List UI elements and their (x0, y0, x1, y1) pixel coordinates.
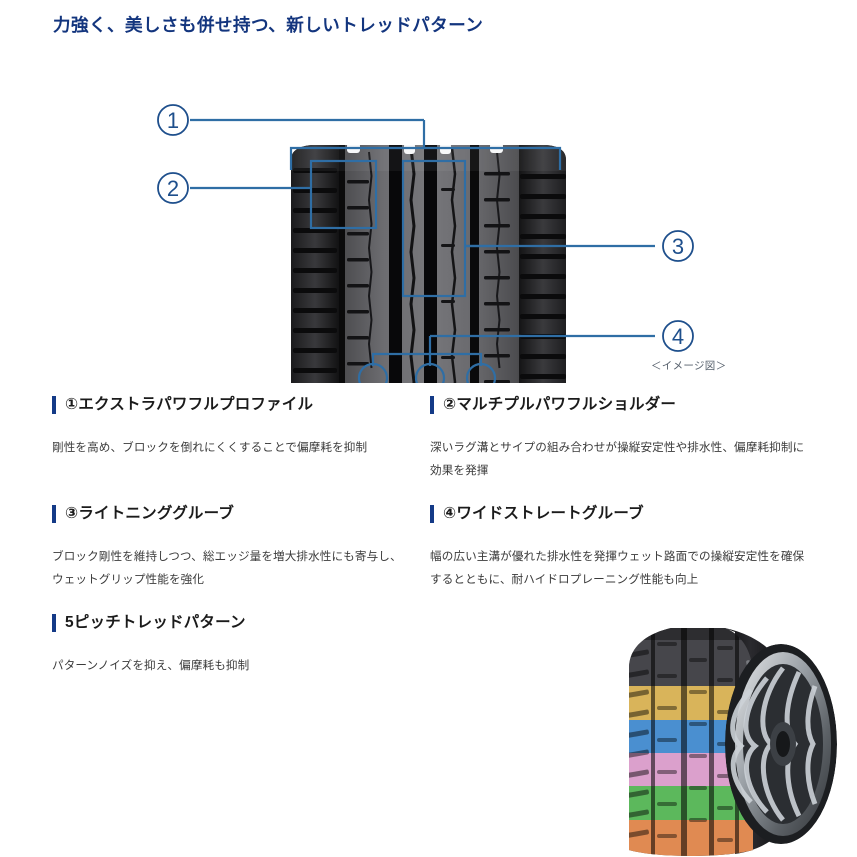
accent-bar-icon (52, 396, 56, 414)
feature-title: ①エクストラパワフルプロファイル (65, 396, 314, 414)
accent-bar-icon (52, 505, 56, 523)
alloy-wheel (725, 644, 837, 844)
callout-4-circles (357, 362, 497, 383)
svg-text:2: 2 (167, 176, 179, 201)
feature-title: ③ライトニンググルーブ (65, 505, 235, 523)
callout-number-2: 2 (157, 172, 189, 204)
tire-tread-photo (291, 145, 566, 383)
callout-2-highlight-rect (309, 159, 378, 230)
page-title: 力強く、美しさも併せ持つ、新しいトレッドパターン (53, 15, 484, 35)
feature-body: 幅の広い主溝が優れた排水性を発揮ウェット路面での操縦安定性を確保するとともに、耐… (430, 550, 805, 587)
feature-heading: 5ピッチトレッドパターン (52, 614, 412, 632)
feature-item-5: 5ピッチトレッドパターン パターンノイズを抑え、偏摩耗も抑制 (52, 614, 412, 677)
feature-body: ブロック剛性を維持しつつ、総エッジ量を増大排水性にも寄与し、ウェットグリップ性能… (52, 550, 402, 587)
svg-text:1: 1 (167, 108, 179, 133)
feature-item-2: ②マルチプルパワフルショルダー 深いラグ溝とサイプの組み合わせが操縦安定性や排水… (430, 396, 805, 482)
five-pitch-tire-photo (585, 612, 857, 857)
feature-heading: ④ワイドストレートグルーブ (430, 505, 805, 523)
feature-title: 5ピッチトレッドパターン (65, 614, 246, 632)
accent-bar-icon (52, 614, 56, 632)
callout-1-leader (190, 118, 562, 170)
pitch-band-orange (629, 820, 753, 856)
feature-body: 深いラグ溝とサイプの組み合わせが操縦安定性や排水性、偏摩耗抑制に効果を発揮 (430, 441, 805, 478)
feature-heading: ②マルチプルパワフルショルダー (430, 396, 805, 414)
feature-heading: ③ライトニンググルーブ (52, 505, 412, 523)
callout-number-1: 1 (157, 104, 189, 136)
feature-title: ②マルチプルパワフルショルダー (443, 396, 677, 414)
feature-body: パターンノイズを抑え、偏摩耗も抑制 (52, 659, 250, 672)
tread-pattern-diagram: 1 2 3 4 (0, 48, 857, 383)
feature-title: ④ワイドストレートグルーブ (443, 505, 644, 523)
accent-bar-icon (430, 396, 434, 414)
svg-text:3: 3 (672, 234, 684, 259)
feature-item-1: ①エクストラパワフルプロファイル 剛性を高め、ブロックを倒れにくくすることで偏摩… (52, 396, 412, 459)
figure-caption: ＜イメージ図＞ (651, 360, 727, 372)
callout-3-highlight-rect (401, 159, 467, 298)
feature-body: 剛性を高め、ブロックを倒れにくくすることで偏摩耗を抑制 (52, 441, 368, 454)
feature-heading: ①エクストラパワフルプロファイル (52, 396, 412, 414)
callout-number-3: 3 (662, 230, 694, 262)
feature-item-3: ③ライトニンググルーブ ブロック剛性を維持しつつ、総エッジ量を増大排水性にも寄与… (52, 505, 412, 591)
svg-text:4: 4 (672, 324, 684, 349)
callout-number-4: 4 (662, 320, 694, 352)
feature-item-4: ④ワイドストレートグルーブ 幅の広い主溝が優れた排水性を発揮ウェット路面での操縦… (430, 505, 805, 591)
accent-bar-icon (430, 505, 434, 523)
